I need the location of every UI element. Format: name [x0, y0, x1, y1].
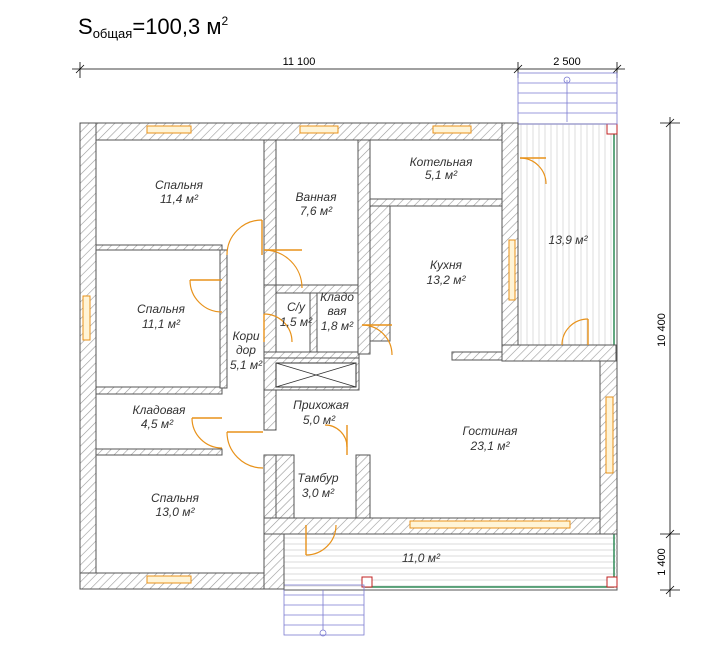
hall-name: Прихожая [293, 398, 349, 412]
corridor-name2: дор [236, 343, 256, 357]
bathroom-area: 7,6 м² [300, 204, 333, 218]
total-area-title: Sобщая=100,3 м2 [78, 14, 229, 41]
storage2-area: 4,5 м² [141, 417, 174, 431]
wc-area: 1,5 м² [280, 315, 313, 329]
bathroom-name: Ванная [296, 190, 338, 204]
dim-top-terrace: 2 500 [553, 56, 581, 68]
wc-name: С/у [287, 300, 306, 314]
bedroom2-area: 11,1 м² [142, 317, 181, 331]
dim-right-main: 10 400 [656, 313, 668, 347]
doors [189, 157, 589, 556]
storage1-name1: Кладо [320, 290, 354, 304]
boiler-name: Котельная [410, 155, 473, 169]
porch-deck [283, 533, 618, 591]
terrace-stairs [517, 72, 618, 125]
bedroom1-name: Спальня [155, 178, 203, 192]
living-area: 23,1 м² [470, 439, 511, 453]
bedroom1-area: 11,4 м² [160, 192, 199, 206]
bedroom3-name: Спальня [151, 491, 199, 505]
dimension-lines [72, 62, 680, 597]
dim-right-porch: 1 400 [656, 548, 668, 576]
storage1-name2: вая [327, 304, 347, 318]
windows [82, 125, 614, 584]
vestibule-area: 3,0 м² [302, 486, 335, 500]
living-name: Гостиная [463, 424, 518, 438]
hall-area: 5,0 м² [303, 413, 336, 427]
walls [79, 122, 618, 590]
dim-top-main: 11 100 [283, 56, 316, 68]
vent-shafts [275, 362, 357, 388]
kitchen-area: 13,2 м² [427, 273, 467, 287]
storage2-name: Кладовая [133, 403, 186, 417]
bedroom3-area: 13,0 м² [156, 505, 196, 519]
corridor-name1: Кори [232, 329, 259, 343]
bedroom2-name: Спальня [137, 302, 185, 316]
terrace-area: 13,9 м² [549, 233, 589, 247]
boiler-area: 5,1 м² [425, 168, 458, 182]
porch-stairs [283, 584, 365, 637]
vestibule-name: Тамбур [297, 471, 338, 485]
kitchen-name: Кухня [430, 258, 463, 272]
storage1-area: 1,8 м² [321, 319, 354, 333]
porch-area: 11,0 м² [402, 551, 441, 565]
room-labels: Спальня 11,4 м² Ванная 7,6 м² Котельная … [133, 155, 589, 565]
corridor-area: 5,1 м² [230, 358, 263, 372]
